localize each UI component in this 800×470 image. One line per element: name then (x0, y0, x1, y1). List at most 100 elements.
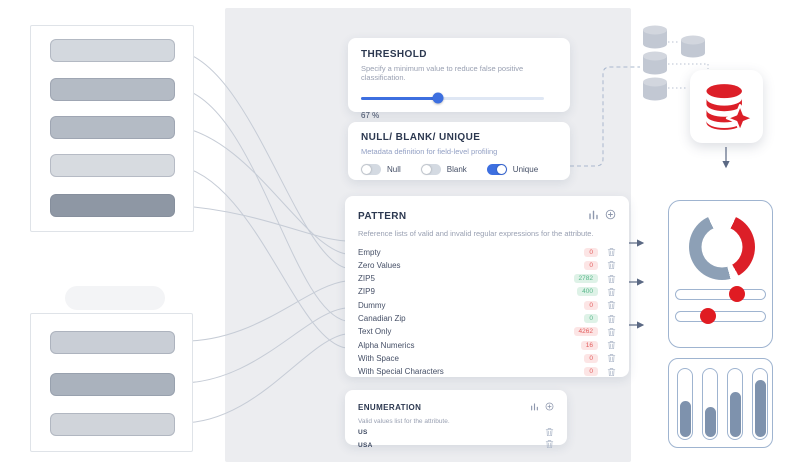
trash-icon[interactable] (607, 274, 616, 284)
trash-icon[interactable] (607, 247, 616, 257)
pattern-row-label: Canadian Zip (358, 314, 406, 323)
database-sparkle-icon (705, 83, 754, 132)
trash-icon[interactable] (607, 353, 616, 363)
field-bar[interactable] (50, 373, 175, 396)
trash-icon[interactable] (545, 427, 554, 437)
trash-icon[interactable] (607, 300, 616, 310)
pattern-row-label: ZIP5 (358, 274, 375, 284)
count-badge: 4262 (573, 327, 598, 337)
toggle-label: Unique (512, 165, 539, 175)
field-bar[interactable] (50, 78, 175, 101)
enumeration-row: USA (358, 440, 554, 452)
threshold-title: THRESHOLD (361, 49, 427, 60)
capsule-gauge-fill (704, 407, 716, 437)
donut-chart (689, 214, 755, 280)
toggle-null[interactable]: Null (361, 164, 401, 176)
slider-dot-handle[interactable] (729, 286, 745, 302)
pattern-row-label: Zero Values (358, 260, 401, 270)
count-badge: 0 (584, 247, 598, 257)
bar-chart-icon[interactable] (588, 207, 599, 225)
toggle-knob[interactable] (362, 165, 371, 175)
ai-database-card (690, 70, 763, 143)
null-blank-unique-card: NULL/ BLANK/ UNIQUE Metadata definition … (348, 122, 570, 180)
field-bar[interactable] (50, 194, 175, 217)
trash-icon[interactable] (607, 287, 616, 297)
add-circle-icon[interactable] (605, 207, 616, 225)
pattern-row: Alpha Numerics 16 (358, 338, 616, 351)
toggle-switch[interactable] (361, 164, 381, 176)
pattern-row-label: Text Only (358, 327, 392, 337)
trash-icon[interactable] (607, 260, 616, 270)
pattern-row-label: With Space (358, 353, 399, 363)
trash-icon[interactable] (607, 367, 616, 377)
pattern-row-label: Dummy (358, 300, 386, 310)
source-fields-box-bottom (30, 313, 193, 452)
result-slider-track[interactable] (675, 289, 766, 300)
trash-icon[interactable] (607, 340, 616, 350)
pattern-title: PATTERN (358, 210, 407, 222)
toggle-unique[interactable]: Unique (486, 164, 539, 176)
field-bar[interactable] (50, 116, 175, 139)
toggle-blank[interactable]: Blank (420, 164, 467, 176)
count-badge: 0 (584, 367, 598, 377)
count-badge: 400 (577, 287, 598, 297)
add-circle-icon[interactable] (545, 398, 554, 416)
slider-track[interactable] (361, 96, 544, 100)
trash-icon[interactable] (545, 439, 554, 449)
capsule-gauges-card (668, 358, 773, 448)
field-bar[interactable] (50, 39, 175, 62)
database-icon (643, 25, 667, 49)
capsule-gauge (677, 368, 693, 440)
capsule-gauge (702, 368, 718, 440)
threshold-value: 67 % (361, 110, 380, 120)
pattern-row: Canadian Zip 0 (358, 312, 616, 325)
enumeration-subtitle: Valid values list for the attribute. (358, 418, 450, 425)
toggle-label: Null (387, 165, 401, 175)
count-badge: 0 (584, 314, 598, 323)
pattern-row-label: Alpha Numerics (358, 340, 415, 350)
toggle-label: Blank (446, 165, 467, 175)
nbu-title: NULL/ BLANK/ UNIQUE (361, 132, 481, 143)
profiling-result-card (668, 200, 773, 348)
trash-icon[interactable] (607, 314, 616, 324)
count-badge: 16 (580, 340, 598, 350)
field-bar[interactable] (50, 331, 175, 354)
bar-chart-icon[interactable] (530, 398, 539, 416)
enumeration-title: ENUMERATION (358, 402, 422, 412)
pattern-row: Text Only 4262 (358, 325, 616, 338)
pattern-row-label: With Special Characters (358, 367, 444, 377)
enumeration-row: US (358, 427, 554, 439)
pattern-row: With Special Characters 0 (358, 365, 616, 378)
result-slider-track[interactable] (675, 311, 766, 322)
faded-watermark (65, 286, 165, 310)
slider-fill (361, 96, 438, 100)
count-badge: 0 (584, 353, 598, 363)
count-badge: 0 (584, 260, 598, 270)
pattern-card: PATTERN Reference lists of valid and inv… (345, 196, 629, 377)
pattern-row: ZIP9 400 (358, 285, 616, 298)
threshold-card: THRESHOLD Specify a minimum value to red… (348, 38, 570, 120)
sparkle-icon (725, 103, 754, 132)
toggle-switch[interactable] (420, 164, 441, 176)
toggle-knob[interactable] (421, 165, 431, 175)
trash-icon[interactable] (607, 327, 616, 337)
field-bar[interactable] (50, 413, 175, 436)
enumeration-row-label: US (358, 429, 368, 437)
threshold-slider[interactable] (361, 92, 544, 104)
pattern-row: ZIP5 2782 (358, 272, 616, 285)
toggle-knob[interactable] (496, 165, 506, 175)
slider-dot-handle[interactable] (700, 308, 716, 324)
slider-knob[interactable] (432, 92, 444, 104)
enumeration-row-label: USA (358, 441, 373, 449)
toggle-switch[interactable] (486, 164, 507, 176)
pattern-row-label: ZIP9 (358, 287, 375, 297)
count-badge: 2782 (573, 274, 598, 284)
source-fields-box-top (30, 25, 194, 232)
capsule-gauge-fill (679, 401, 691, 437)
database-icon (681, 35, 705, 58)
field-bar[interactable] (50, 154, 175, 177)
toggle-row: Null Blank Unique (361, 164, 557, 176)
